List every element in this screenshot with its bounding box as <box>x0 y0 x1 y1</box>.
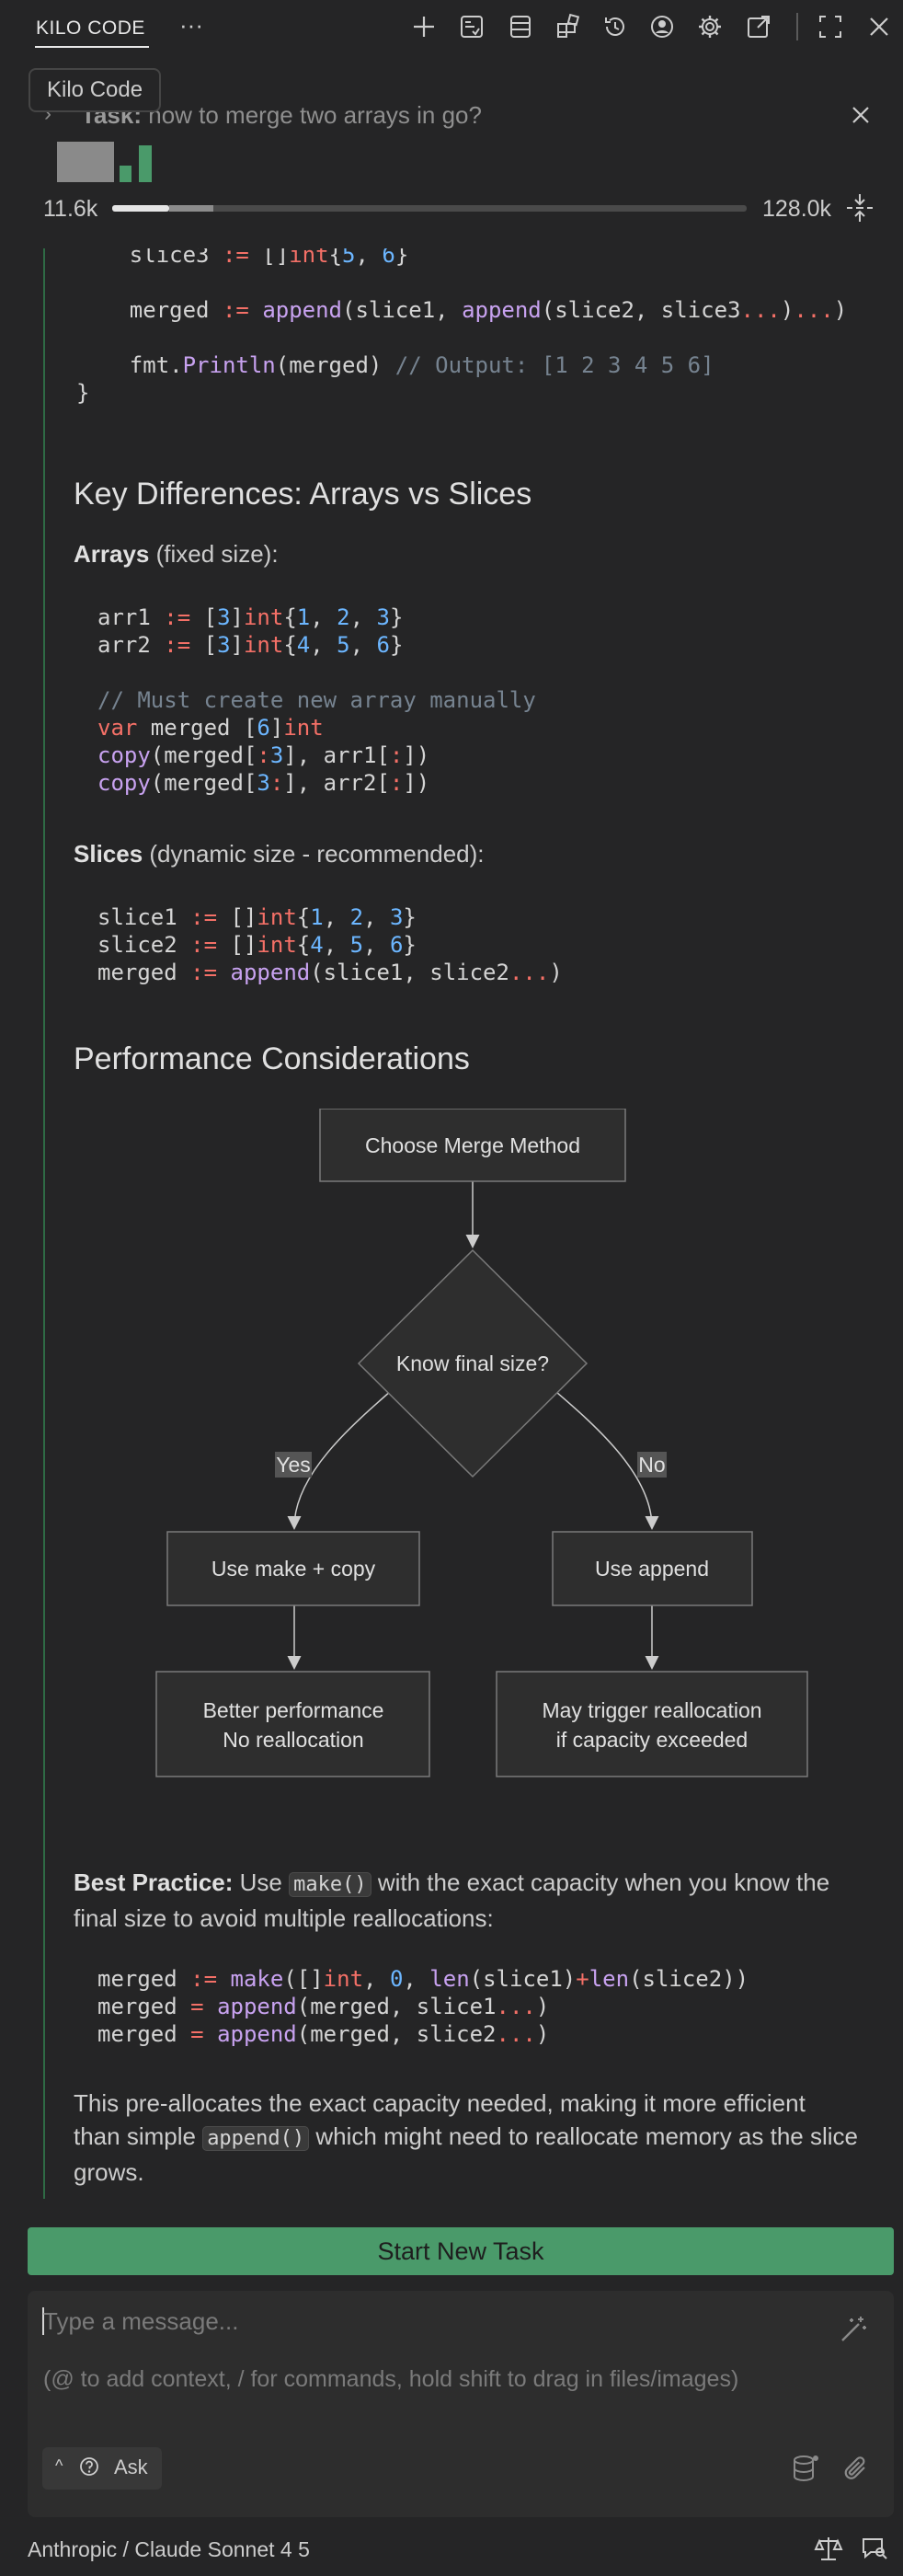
codebase-index-icon[interactable] <box>789 2453 822 2486</box>
node-left-result-line2: No reallocation <box>223 1728 363 1752</box>
start-new-task-button[interactable]: Start New Task <box>28 2227 894 2275</box>
node-left-result-line1: Better performance <box>203 1698 384 1722</box>
attach-icon[interactable] <box>840 2453 874 2486</box>
node-start-label: Choose Merge Method <box>365 1133 580 1157</box>
flowchart-svg: Choose Merge Method Know final size? Yes… <box>155 1109 808 1777</box>
message-input-placeholder[interactable]: Type a message... <box>43 2307 239 2335</box>
enhance-prompt-icon[interactable] <box>837 2313 870 2346</box>
close-icon[interactable] <box>865 13 893 40</box>
text-caret <box>42 2307 44 2335</box>
more-actions-button[interactable]: ··· <box>179 11 203 39</box>
input-hint: (@ to add context, / for commands, hold … <box>43 2366 739 2392</box>
code-line: slice3 := []int{5, 6} <box>76 248 409 268</box>
code-line: slice1 := []int{1, 2, 3} <box>97 904 417 930</box>
context-window-bar <box>112 205 747 212</box>
flowchart: Choose Merge Method Know final size? Yes… <box>147 1109 828 1826</box>
fullscreen-icon[interactable] <box>817 13 844 40</box>
node-make-copy-label: Use make + copy <box>211 1557 376 1581</box>
code-block-arrays: arr1 := [3]int{1, 2, 3} arr2 := [3]int{4… <box>97 604 536 797</box>
tab-kilo-code[interactable]: KILO CODE <box>36 17 145 39</box>
code-block-best: merged := make([]int, 0, len(slice1)+len… <box>97 1965 749 2048</box>
inline-code: append() <box>202 2126 310 2151</box>
code-line: fmt.Println(merged) // Output: [1 2 3 4 … <box>76 352 714 378</box>
account-icon[interactable] <box>648 13 676 40</box>
status-footer: Anthropic / Claude Sonnet 4 5 <box>0 2526 903 2576</box>
node-decision-label: Know final size? <box>396 1351 549 1375</box>
model-selector[interactable]: Anthropic / Claude Sonnet 4 5 <box>28 2537 310 2561</box>
tab-active-indicator <box>35 46 149 48</box>
context-used-fill <box>112 205 169 212</box>
edge-yes-label: Yes <box>276 1453 311 1477</box>
node-right-result-line2: if capacity exceeded <box>556 1728 748 1752</box>
task-header: › Task: how to merge two arrays in go? 1… <box>0 92 903 248</box>
code-line: slice2 := []int{4, 5, 6} <box>97 932 417 958</box>
code-line: merged := make([]int, 0, len(slice1)+len… <box>97 1966 749 1992</box>
code-line: copy(merged[3:], arr2[:]) <box>97 770 430 796</box>
message-border <box>43 248 45 2199</box>
chevron-right-icon[interactable]: › <box>44 101 51 126</box>
popout-icon[interactable] <box>745 13 772 40</box>
edge-no-label: No <box>638 1453 665 1477</box>
label-bg-yes <box>275 1452 312 1478</box>
chat-input-box[interactable]: Type a message... (@ to add context, / f… <box>28 2291 894 2517</box>
mode-selector-button[interactable]: ^ Ask <box>42 2447 162 2490</box>
mode-label: Ask <box>114 2455 148 2478</box>
marketplace-icon[interactable] <box>554 13 582 40</box>
tooltip: Kilo Code <box>29 68 162 112</box>
slices-label: Slices (dynamic size - recommended): <box>74 840 485 868</box>
tokens-used: 11.6k <box>43 196 98 222</box>
tokens-max: 128.0k <box>762 196 832 222</box>
code-line: merged = append(merged, slice2...) <box>97 2021 550 2047</box>
inline-code: make() <box>289 1872 371 1897</box>
code-line: merged := append(slice1, append(slice2, … <box>76 297 848 323</box>
code-line: arr1 := [3]int{1, 2, 3} <box>97 604 404 630</box>
node-start <box>319 1109 626 1182</box>
settings-icon[interactable] <box>696 13 724 40</box>
node-append-label: Use append <box>595 1557 709 1581</box>
plus-icon[interactable] <box>410 13 438 40</box>
code-comment: // Must create new array manually <box>97 687 536 713</box>
code-block-top: slice3 := []int{5, 6} merged := append(s… <box>76 248 847 407</box>
code-line: } <box>76 380 90 406</box>
code-line: arr2 := [3]int{4, 5, 6} <box>97 632 404 658</box>
node-decision <box>357 1248 589 1478</box>
chat-content: slice3 := []int{5, 6} merged := append(s… <box>0 248 903 2226</box>
title-bar: KILO CODE ··· <box>0 0 903 55</box>
code-block-slices: slice1 := []int{1, 2, 3} slice2 := []int… <box>97 903 563 986</box>
node-append <box>552 1531 753 1606</box>
node-right-result <box>496 1671 808 1777</box>
ask-mode-icon <box>79 2456 99 2477</box>
condense-context-icon[interactable] <box>843 191 876 224</box>
split-icon[interactable] <box>458 13 486 40</box>
toolbar-separator <box>796 13 798 40</box>
database-icon[interactable] <box>507 13 534 40</box>
final-para: This pre-allocates the exact capacity ne… <box>74 2089 858 2186</box>
task-title[interactable]: Task: how to merge two arrays in go? <box>81 101 482 129</box>
arrays-label: Arrays (fixed size): <box>74 540 279 568</box>
heading-performance: Performance Considerations <box>74 1041 470 1076</box>
node-make-copy <box>166 1531 420 1606</box>
heading-key-differences: Key Differences: Arrays vs Slices <box>74 477 532 512</box>
code-line: var merged [6]int <box>97 715 324 741</box>
code-line: merged := append(slice1, slice2...) <box>97 960 563 985</box>
code-line: merged = append(merged, slice1...) <box>97 1994 550 2019</box>
history-icon[interactable] <box>601 13 629 40</box>
context-bars-icon <box>57 142 154 182</box>
node-left-result <box>155 1671 430 1777</box>
context-reserved-fill <box>169 205 213 212</box>
feedback-icon[interactable] <box>860 2534 889 2563</box>
close-task-icon[interactable] <box>845 99 876 131</box>
label-bg-no <box>637 1452 667 1478</box>
scale-icon[interactable] <box>814 2534 843 2563</box>
chevron-up-icon: ^ <box>55 2456 63 2475</box>
node-right-result-line1: May trigger reallocation <box>542 1698 761 1722</box>
best-practice-para: Best Practice: Use make() with the exact… <box>74 1869 830 1932</box>
code-line: copy(merged[:3], arr1[:]) <box>97 742 430 768</box>
